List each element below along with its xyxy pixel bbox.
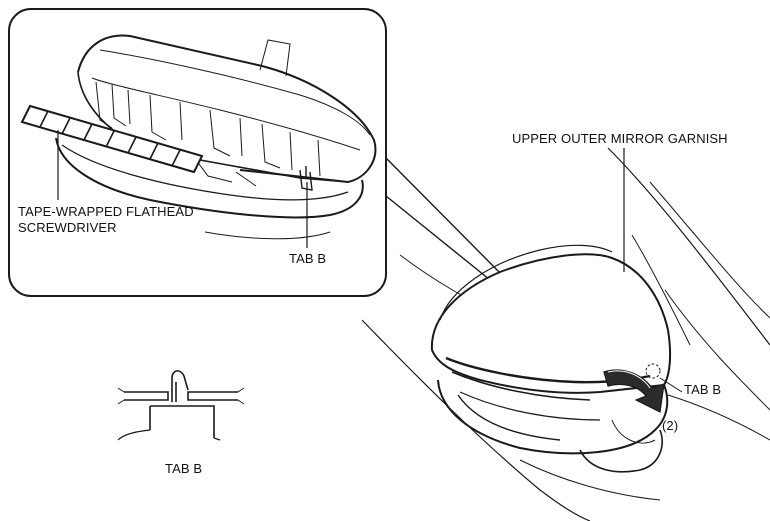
tab-b-cross-section	[117, 370, 245, 441]
inset-housing-bottom-curve	[204, 231, 331, 240]
door-line-2	[649, 181, 770, 319]
window-line	[631, 234, 691, 346]
inset-garnish-outer	[77, 34, 377, 184]
mirror-housing-lower	[437, 379, 669, 455]
dashed-circle-icon	[645, 363, 661, 379]
callout-connectors	[385, 157, 511, 289]
garnish-outer-shell	[439, 244, 613, 321]
mirror-base-stem	[611, 419, 656, 444]
inset-garnish-top-rim	[99, 49, 371, 136]
main-tab-b-leader	[659, 377, 683, 393]
garnish-highlight	[457, 394, 561, 441]
main-mirror-view	[361, 147, 770, 521]
step-number-label: (2)	[662, 418, 679, 433]
upper-outer-mirror-garnish	[430, 253, 672, 394]
inset-tab-b-label: TAB B	[289, 251, 327, 266]
tape-wrapped-screwdriver-label: TAPE-WRAPPED FLATHEAD SCREWDRIVER	[18, 204, 194, 236]
mirror-base-foot	[579, 429, 664, 473]
door-lower-line	[664, 289, 770, 411]
inset-frame	[8, 8, 387, 297]
tape-wrapped-screwdriver	[20, 104, 204, 174]
inset-garnish-inner-rim	[91, 77, 361, 151]
inset-housing-inner-edge	[61, 144, 349, 201]
garnish-edge-line-2	[451, 371, 591, 401]
door-skirt-line	[667, 394, 770, 441]
inset-internal-ribs	[95, 39, 321, 187]
inset-mirror-housing	[55, 137, 364, 219]
door-line-1	[607, 147, 770, 346]
garnish-edge-line-3	[459, 391, 601, 421]
cross-section-tab-b-label: TAB B	[165, 461, 203, 476]
inset-detail	[8, 8, 387, 297]
body-curve-lower	[519, 459, 661, 501]
upper-outer-mirror-garnish-label: UPPER OUTER MIRROR GARNISH	[512, 131, 728, 146]
curved-arrow-icon	[603, 369, 665, 413]
screwdriver-label-line2: SCREWDRIVER	[18, 220, 117, 235]
screwdriver-label-line1: TAPE-WRAPPED FLATHEAD	[18, 204, 194, 219]
body-curve-left	[361, 319, 591, 521]
main-tab-b-label: TAB B	[684, 382, 722, 397]
